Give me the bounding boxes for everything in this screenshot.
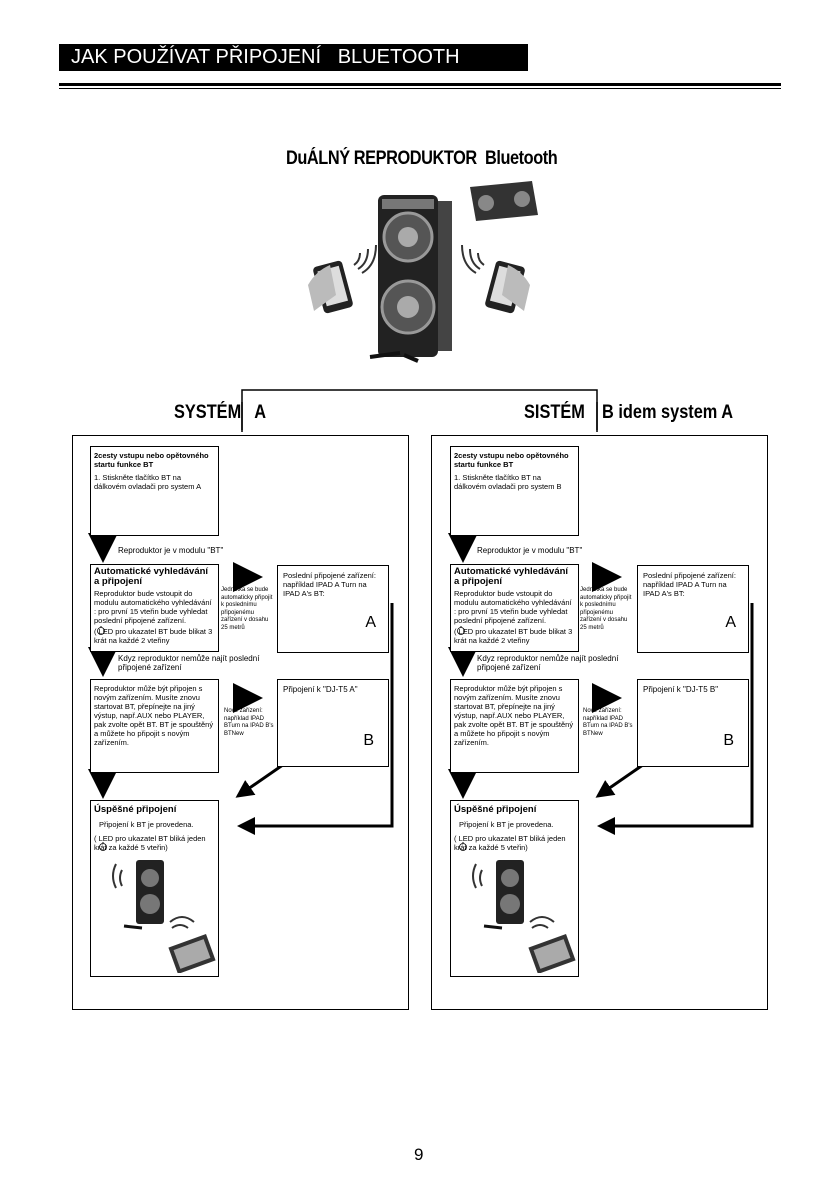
right-success-led-icon — [458, 842, 468, 853]
right-connect-text: Připojení k "DJ-T5 B" — [638, 680, 748, 694]
right-new-device-box: Reproduktor může být připojen s novým za… — [450, 679, 579, 773]
left-new-device-text: Reproduktor může být připojen s novým za… — [91, 680, 218, 747]
left-side-note2: Nové zařízení: například IPAD BTurn na I… — [224, 708, 276, 738]
left-start-box: 2cesty vstupu nebo opětovného startu fun… — [90, 446, 219, 536]
left-connect-text: Připojení k "DJ-T5 A" — [278, 680, 388, 694]
left-arrow2-label: Kdyz reproduktor nemůže najít poslední p… — [118, 654, 268, 672]
right-start-box: 2cesty vstupu nebo opětovného startu fun… — [450, 446, 579, 536]
right-arrow1-label: Reproduktor je v modulu "BT" — [477, 546, 582, 555]
left-success-title: Úspěšné připojení — [91, 801, 218, 815]
left-success-illustration — [110, 858, 220, 973]
left-led-icon — [96, 626, 106, 637]
right-success-title: Úspěšné připojení — [451, 801, 578, 815]
left-side-note1: Jednotka se bude automaticky připojit k … — [221, 587, 275, 632]
left-start-title: 2cesty vstupu nebo opětovného startu fun… — [91, 447, 218, 469]
right-success-illustration — [470, 858, 580, 973]
right-success-led: ( LED pro ukazatel BT bliká jeden krát z… — [451, 829, 578, 852]
left-search-led: ( LED pro ukazatel BT bude blikat 3 krát… — [91, 625, 218, 645]
right-new-device-text: Reproduktor může být připojen s novým za… — [451, 680, 578, 747]
left-search-text: Reproduktor bude vstoupit do modulu auto… — [91, 587, 218, 625]
right-last-device-text: Poslední připojené zařízení: například I… — [638, 566, 748, 598]
left-label-b: B — [363, 732, 374, 750]
left-search-box: Automatické vyhledávání a připojení Repr… — [90, 564, 219, 652]
left-success-led-icon — [98, 842, 108, 853]
left-label-a: A — [365, 614, 376, 632]
right-last-device-box: Poslední připojené zařízení: například I… — [637, 565, 749, 653]
right-search-title: Automatické vyhledávání a připojení — [451, 565, 578, 587]
left-success-text: Připojení k BT je provedena. — [91, 815, 218, 829]
left-search-title: Automatické vyhledávání a připojení — [91, 565, 218, 587]
right-led-icon — [456, 626, 466, 637]
left-start-text: 1. Stiskněte tlačítko BT na dálkovém ovl… — [91, 469, 218, 491]
right-start-text: 1. Stiskněte tlačítko BT na dálkovém ovl… — [451, 469, 578, 491]
right-side-note1: Jednotka se bude automaticky připojit k … — [580, 587, 634, 632]
left-arrow1-label: Reproduktor je v modulu "BT" — [118, 546, 223, 555]
right-search-led: ( LED pro ukazatel BT bude blikat 3 krát… — [451, 625, 578, 645]
right-label-b: B — [723, 732, 734, 750]
left-success-led: ( LED pro ukazatel BT bliká jeden krát z… — [91, 829, 218, 852]
left-last-device-box: Poslední připojené zařízení: například I… — [277, 565, 389, 653]
page-number: 9 — [414, 1145, 423, 1165]
right-start-title: 2cesty vstupu nebo opětovného startu fun… — [451, 447, 578, 469]
left-last-device-text: Poslední připojené zařízení: například I… — [278, 566, 388, 598]
right-search-text: Reproduktor bude vstoupit do modulu auto… — [451, 587, 578, 625]
right-success-text: Připojení k BT je provedena. — [451, 815, 578, 829]
left-connect-box: Připojení k "DJ-T5 A" B — [277, 679, 389, 767]
right-label-a: A — [725, 614, 736, 632]
right-search-box: Automatické vyhledávání a připojení Repr… — [450, 564, 579, 652]
right-side-note2: Nové zařízení: například IPAD BTurn na I… — [583, 708, 635, 738]
left-new-device-box: Reproduktor může být připojen s novým za… — [90, 679, 219, 773]
right-connect-box: Připojení k "DJ-T5 B" B — [637, 679, 749, 767]
right-arrow2-label: Kdyz reproduktor nemůže najít poslední p… — [477, 654, 627, 672]
